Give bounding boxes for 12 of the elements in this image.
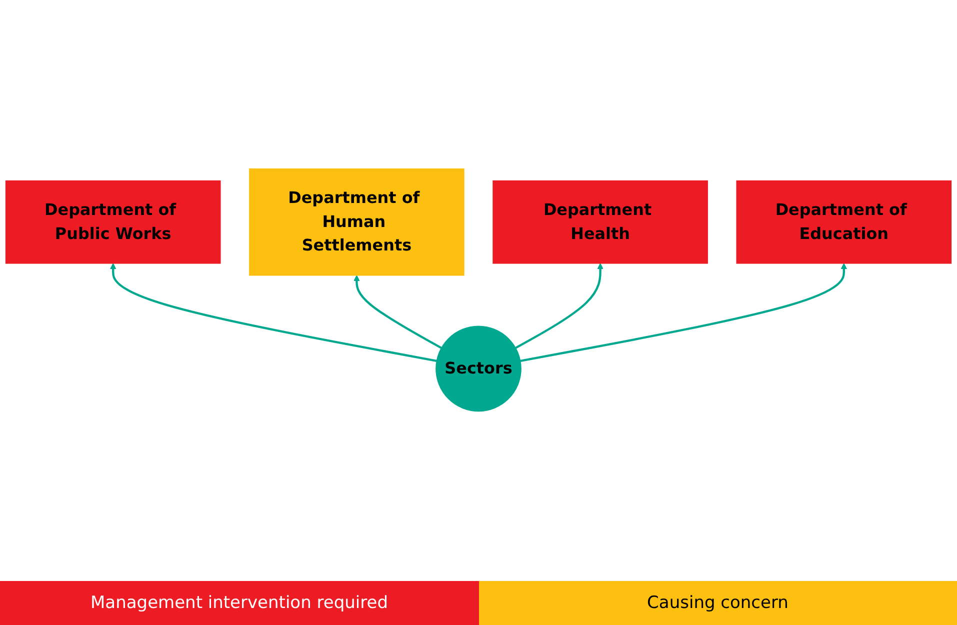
diagram: Department of Human Settlements Department Health Department of Public Works Sectors Department of Education: [0, 163, 957, 418]
node-circle: [436, 326, 522, 412]
node-box: [492, 180, 708, 264]
node-box: [736, 180, 952, 264]
legend-label: Causing concern: [647, 593, 788, 613]
arrow: [515, 264, 604, 350]
arrow: [520, 264, 848, 362]
node-box: [249, 168, 464, 276]
legend-label: Management intervention required: [90, 593, 388, 613]
arrow: [110, 264, 437, 362]
node-box: [5, 180, 221, 264]
arrow: [354, 276, 442, 350]
